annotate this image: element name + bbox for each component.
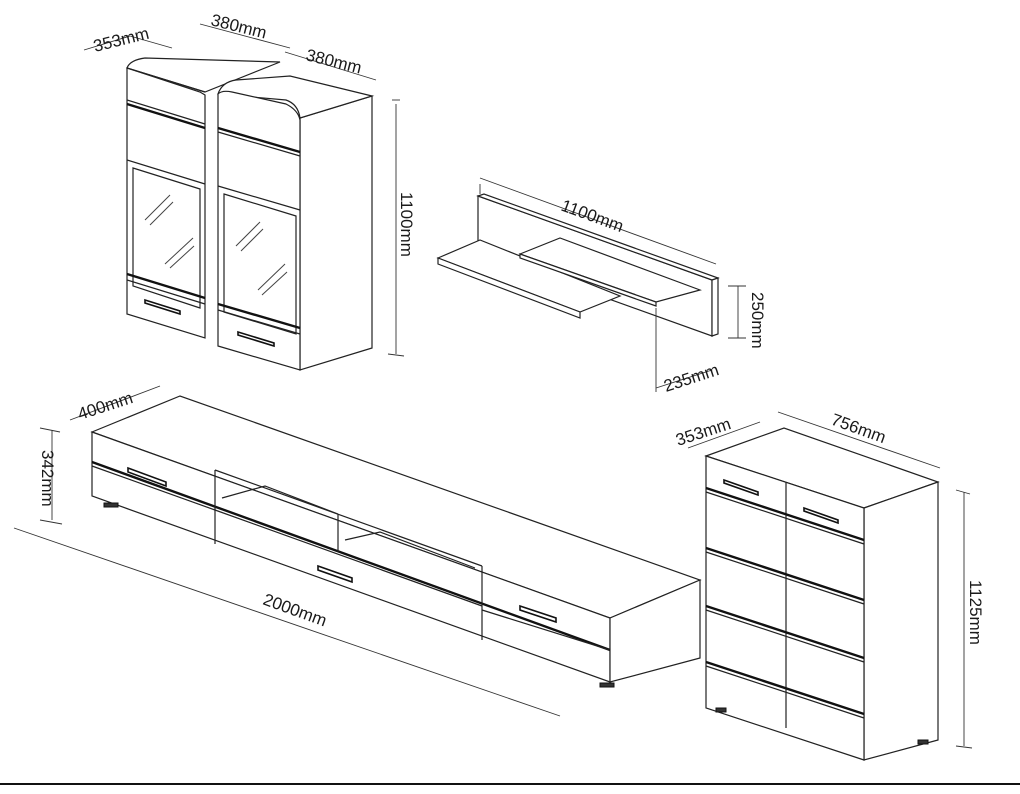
wall-shelf-dimension-lines [479, 177, 746, 392]
dresser-height-label: 1125mm [966, 580, 985, 645]
tall-cabinet-dimension-lines [83, 23, 405, 357]
dresser-width-label: 756mm [829, 410, 889, 447]
dresser-dimension-lines [687, 411, 973, 749]
tv-unit-dimension-lines [13, 385, 561, 717]
tall-cabinet-left [126, 57, 281, 339]
wall-shelf [436, 193, 720, 337]
dresser-depth-label: 353mm [673, 414, 733, 450]
tall-cabinet-depth-label: 353mm [91, 24, 151, 56]
wall-shelf-depth-label: 235mm [661, 360, 721, 396]
tall-cabinet-2-width-label: 380mm [304, 45, 364, 77]
wall-shelf-height-label: 250mm [748, 292, 767, 349]
tv-unit-height-label: 342mm [38, 450, 57, 507]
tv-unit [90, 395, 702, 688]
tall-cabinet-height-label: 1100mm [397, 192, 416, 257]
dresser [704, 427, 940, 761]
tall-cabinet-right [217, 75, 375, 371]
tall-cabinet-1-width-label: 380mm [209, 10, 269, 42]
